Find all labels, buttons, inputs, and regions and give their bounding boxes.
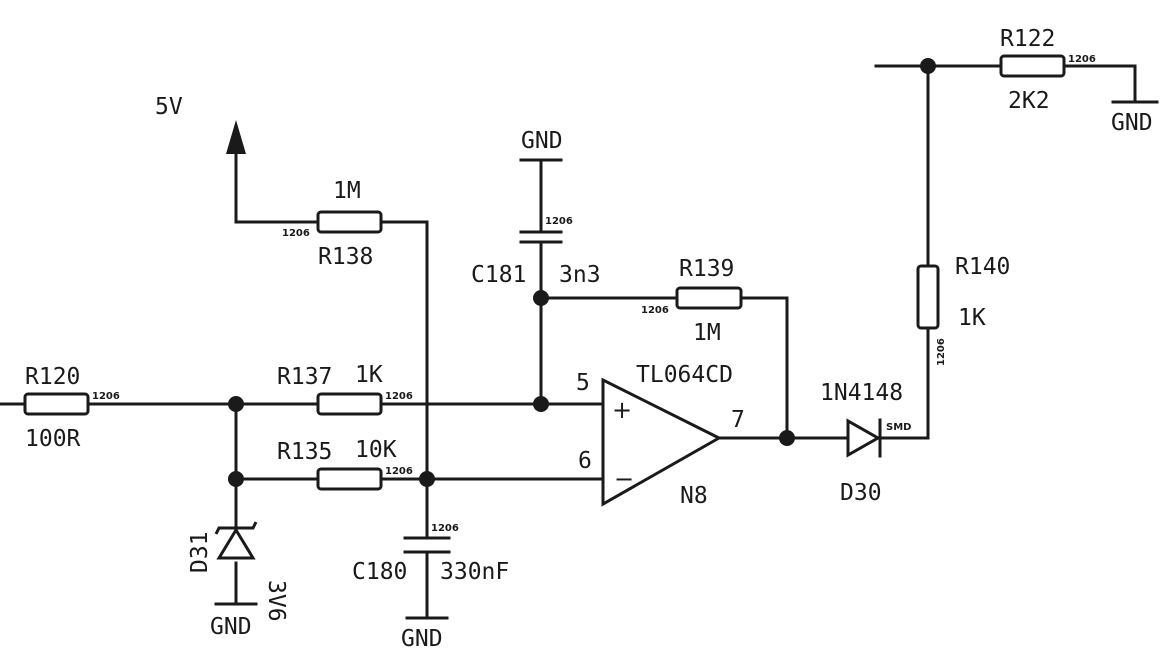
opamp-pin-plus: 5 (576, 370, 590, 396)
zener-cathode-bar (214, 521, 258, 535)
junction-dot (419, 471, 435, 487)
r140-value: 1K (958, 305, 986, 331)
resistor-r137: R137 1K 1206 (277, 362, 413, 416)
opamp-pin-minus: 6 (578, 448, 592, 474)
r137-package: 1206 (385, 391, 413, 402)
gnd-label-c181: GND (521, 128, 563, 154)
d30-package: SMD (886, 422, 911, 433)
c180-value: 330nF (440, 559, 509, 585)
opamp-minus-sign: − (614, 465, 634, 493)
zener-diode-icon (216, 527, 256, 560)
d31-ref: D31 (187, 531, 213, 573)
r122-package: 1206 (1068, 54, 1096, 65)
junction-dot (228, 471, 244, 487)
r120-package: 1206 (92, 391, 120, 402)
wires (0, 64, 1159, 620)
resistor-r138: 1M R138 1206 (282, 178, 383, 270)
c180-ref: C180 (352, 559, 407, 585)
opamp-pin-out: 7 (731, 407, 745, 433)
diode-d30: 1N4148 D30 SMD (820, 380, 911, 506)
resistor-r138-body (316, 210, 383, 234)
junction-dot (779, 430, 795, 446)
r120-ref: R120 (25, 364, 80, 390)
resistor-r122-body (999, 54, 1066, 78)
resistor-r139: R139 1M 1206 (641, 256, 743, 346)
opamp-part: TL064CD (636, 362, 733, 388)
gnd-label-r122: GND (1111, 110, 1153, 136)
resistor-r120: R120 100R 1206 (23, 364, 120, 452)
junctions (228, 58, 936, 487)
r135-value: 10K (355, 437, 397, 463)
d30-value: 1N4148 (820, 380, 903, 406)
opamp-triangle-icon (601, 377, 723, 507)
r138-package: 1206 (282, 228, 310, 239)
c180-package: 1206 (431, 523, 459, 534)
junction-dot (920, 58, 936, 74)
r135-ref: R135 (277, 439, 332, 465)
r137-ref: R137 (277, 364, 332, 390)
junction-dot (533, 396, 549, 412)
r137-value: 1K (355, 362, 383, 388)
resistor-r140-body (916, 264, 940, 330)
r139-package: 1206 (641, 305, 669, 316)
c181-package: 1206 (545, 216, 573, 227)
opamp-ref: N8 (680, 483, 708, 509)
r140-ref: R140 (955, 254, 1010, 280)
zener-diode-d31: D31 3V6 (187, 521, 289, 622)
capacitor-c180: C180 330nF 1206 (352, 523, 509, 585)
r139-ref: R139 (679, 256, 734, 282)
r122-ref: R122 (1000, 26, 1055, 52)
d31-value: 3V6 (263, 580, 289, 622)
resistor-r120-body (23, 392, 90, 416)
r120-value: 100R (25, 426, 81, 452)
supply-arrow-icon (226, 120, 246, 154)
capacitor-c181: C181 3n3 1206 (471, 216, 601, 288)
diode-icon (846, 418, 882, 458)
resistor-r140: R140 1K 1206 (916, 254, 1010, 366)
d30-ref: D30 (840, 480, 882, 506)
opamp-plus-sign: + (612, 396, 632, 424)
r138-value: 1M (333, 178, 361, 204)
c181-value: 3n3 (559, 262, 601, 288)
r135-package: 1206 (385, 466, 413, 477)
gnd-label-c180: GND (401, 626, 443, 652)
resistor-r139-body (675, 286, 743, 310)
opamp-n8: + − TL064CD N8 5 6 7 (576, 362, 745, 509)
junction-dot (228, 396, 244, 412)
r140-package: 1206 (936, 338, 947, 366)
resistor-r135: R135 10K 1206 (277, 437, 413, 491)
resistor-r122: R122 2K2 1206 (999, 26, 1096, 114)
r138-ref: R138 (318, 244, 373, 270)
net-label-5v: 5V (155, 94, 183, 120)
gnd-label-d31: GND (210, 614, 252, 640)
resistor-r137-body (316, 392, 383, 416)
r122-value: 2K2 (1008, 88, 1050, 114)
junction-dot (533, 290, 549, 306)
resistor-r135-body (316, 467, 383, 491)
c181-ref: C181 (471, 262, 526, 288)
r139-value: 1M (693, 320, 721, 346)
